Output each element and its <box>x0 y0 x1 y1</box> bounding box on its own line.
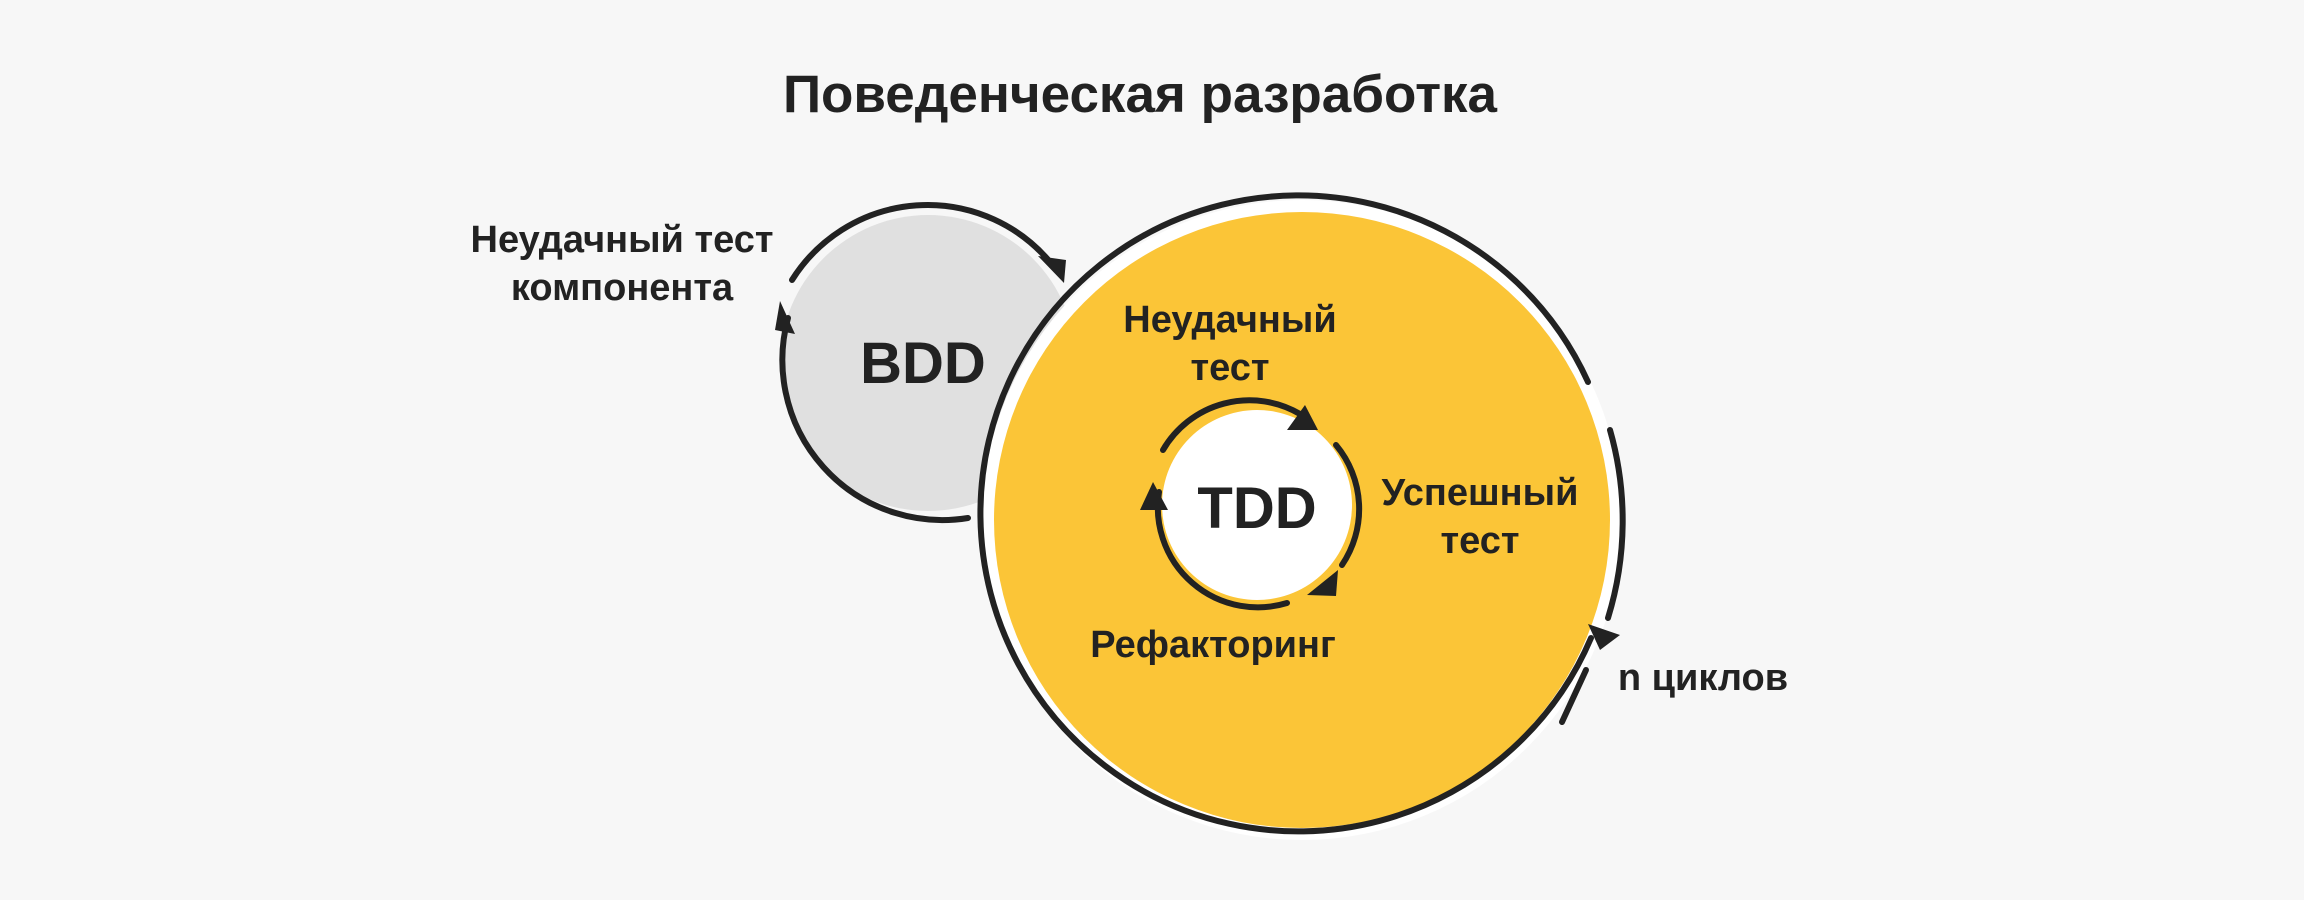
bdd-label: BDD <box>860 331 986 396</box>
tdd-arrow-icon-top <box>1287 405 1318 430</box>
tdd-fail-label-line2: тест <box>1191 347 1270 389</box>
tdd-cycle-arc-left <box>1154 489 1290 611</box>
bdd-step-label-line2: компонента <box>511 267 734 309</box>
tdd-cycle-arc-right <box>1333 442 1363 568</box>
bdd-cycle-arc-top <box>789 202 1053 283</box>
tdd-pass-label-line2: тест <box>1441 520 1520 562</box>
bdd-arrow-icon-top <box>1038 256 1066 283</box>
tdd-center-circle <box>1162 410 1352 600</box>
tdd-arrow-icon-left <box>1140 482 1168 510</box>
bdd-step-label-line1: Неудачный тест <box>471 219 774 261</box>
tdd-cycle-arc-top <box>1160 397 1303 453</box>
tdd-fail-label-line1: Неудачный <box>1123 299 1336 341</box>
page-title: Поведенческая разработка <box>783 65 1498 124</box>
bdd-arrow-icon-left <box>775 301 795 334</box>
cycles-label: n циклов <box>1618 657 1788 699</box>
tdd-refactor-label: Рефакторинг <box>1090 624 1336 666</box>
outer-cycle-arc <box>977 192 1594 835</box>
outer-cycle-tail <box>1559 667 1589 725</box>
tdd-pass-label-line1: Успешный <box>1382 472 1579 514</box>
outer-arrow-icon <box>1588 624 1620 650</box>
tdd-label: TDD <box>1197 476 1316 541</box>
outer-cycle-arc-end <box>1605 427 1626 621</box>
bdd-cycle-arc-left <box>779 315 971 523</box>
tdd-arrow-icon-right <box>1307 570 1338 596</box>
